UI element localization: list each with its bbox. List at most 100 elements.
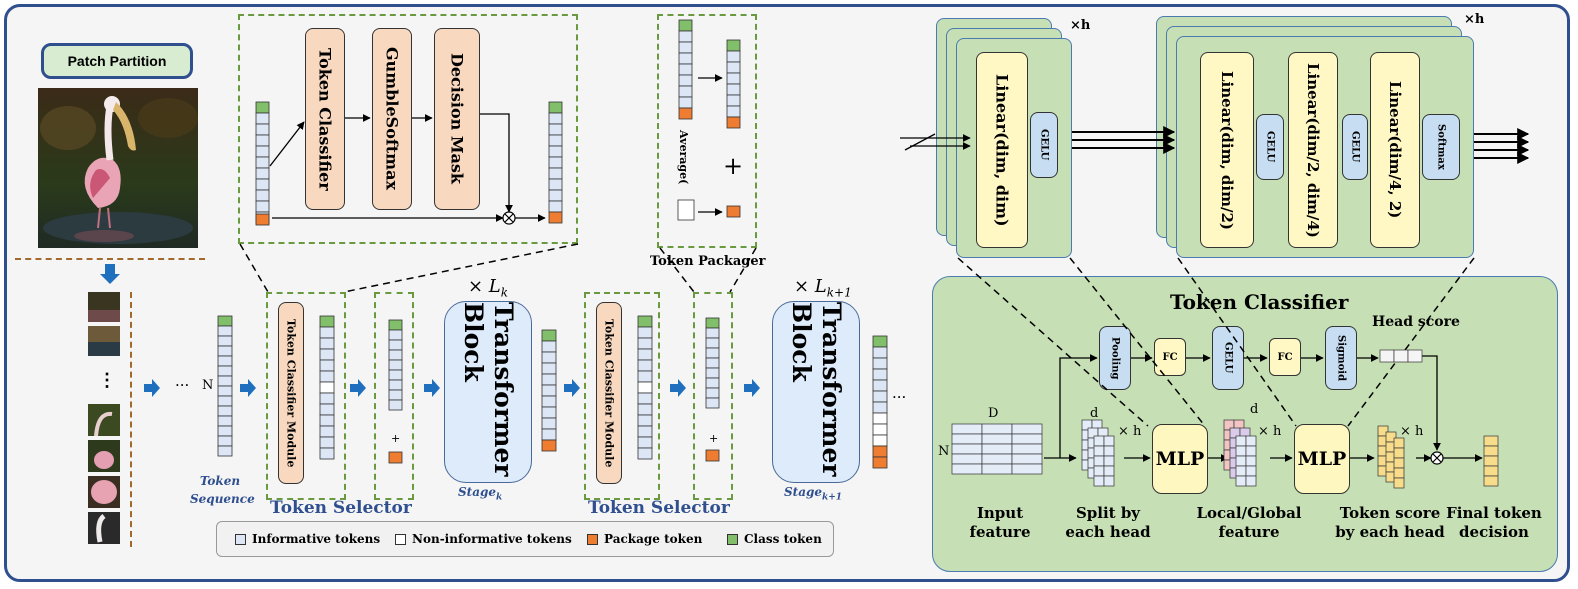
input-feature-cell — [981, 423, 1013, 435]
split-cell — [1103, 445, 1115, 457]
input-feature-cell — [951, 453, 983, 465]
plus-icon: + — [723, 152, 744, 180]
input-feature-cell — [1011, 443, 1043, 455]
legend-item: Package token — [587, 532, 702, 546]
local-global-cell — [1235, 455, 1247, 467]
times-h-label: ×h — [1464, 12, 1485, 27]
decision-mask-block: Decision Mask — [434, 28, 480, 210]
blue-arrow-icon — [144, 379, 160, 397]
final-decision-caption: Final token decision — [1446, 504, 1542, 541]
input-feature-cell — [1011, 423, 1043, 435]
bird-image — [38, 88, 198, 248]
head-score-cell — [1407, 349, 1423, 363]
stage-k-multiplier: × Lk — [468, 276, 509, 300]
informative-token — [319, 447, 335, 460]
final-decision-cell — [1483, 445, 1499, 457]
pooling-node: Pooling — [1099, 326, 1131, 390]
input-feature-cell — [951, 433, 983, 445]
legend-item: Class token — [727, 532, 822, 546]
stage-k1-multiplier: × Lk+1 — [794, 276, 852, 300]
legend-item: Non-informative tokens — [395, 532, 572, 546]
token-selector-box — [266, 292, 346, 500]
split-cell — [1093, 465, 1105, 477]
legend-swatch — [727, 533, 738, 545]
final-decision-cell — [1483, 475, 1499, 487]
legend-swatch — [395, 533, 406, 545]
final-decision-cell — [1483, 465, 1499, 477]
final-decision-cell — [1483, 455, 1499, 467]
local-global-cell — [1235, 475, 1247, 487]
local-global-cell — [1235, 435, 1247, 447]
input-feature-cell — [951, 463, 983, 475]
split-cell — [1093, 475, 1105, 487]
token-columns — [217, 19, 888, 469]
token-packager-box — [374, 292, 414, 500]
token-sequence-label: Token Sequence — [190, 474, 255, 506]
local-global-caption: Local/Global feature — [1196, 504, 1302, 541]
plus-sign: + — [391, 432, 401, 445]
stage-k1-label: Stagek+1 — [784, 485, 843, 503]
score-cell — [1393, 477, 1405, 489]
package-token — [705, 449, 720, 462]
softmax-node: Softmax — [1422, 114, 1460, 180]
token-packager-zoom — [657, 14, 757, 248]
xh-local-label: × h — [1258, 424, 1282, 439]
split-cell — [1103, 475, 1115, 487]
fc-node-2: FC — [1269, 338, 1301, 376]
input-feature-cell — [1011, 453, 1043, 465]
score-cell — [1393, 437, 1405, 449]
blue-arrow-icon — [350, 379, 366, 397]
local-global-cell — [1245, 455, 1257, 467]
split-cell — [1093, 435, 1105, 447]
legend-swatch — [235, 533, 246, 545]
transformer-block-1: Transformer Block — [444, 301, 532, 483]
local-global-cell — [1245, 465, 1257, 477]
ellipsis-vertical: ⋮ — [98, 370, 116, 391]
token-score-caption: Token score by each head — [1335, 504, 1445, 541]
head-score-cell — [1379, 349, 1395, 363]
down-arrow-icon — [100, 264, 120, 284]
package-token — [726, 205, 741, 218]
transformer-block-2: Transformer Block — [772, 301, 860, 483]
token-classifier-block: Token Classifier — [305, 28, 345, 210]
token-packager-label: Token Packager — [650, 254, 766, 269]
informative-token — [637, 447, 653, 460]
head-score-cell — [1393, 349, 1409, 363]
input-feature-caption: Input feature — [969, 504, 1031, 541]
local-global-cell — [1245, 475, 1257, 487]
separator-vertical — [130, 292, 132, 547]
plus-sign: + — [709, 432, 719, 445]
d-local-label: d — [1250, 402, 1259, 417]
input-feature-cell — [981, 433, 1013, 445]
n-label: N — [202, 378, 214, 393]
blue-arrow-icon — [240, 379, 256, 397]
local-global-cell — [1245, 445, 1257, 457]
d-label: D — [988, 406, 999, 421]
legend: Informative tokens Non-informative token… — [216, 521, 834, 557]
gelu-node: GELU — [1342, 114, 1368, 180]
token-classifier-title: Token Classifier — [1170, 290, 1349, 314]
token-selector-label-1: Token Selector — [270, 498, 412, 518]
token-classifier-module: Token Classifier Module — [278, 302, 304, 484]
n-label: N — [938, 444, 950, 459]
gelu-node: GELU — [1212, 326, 1244, 390]
linear-dim-dim: Linear(dim, dim) — [976, 52, 1028, 248]
token-packager-box — [693, 292, 733, 500]
input-feature-cell — [951, 443, 983, 455]
split-cell — [1093, 445, 1105, 457]
trailing-dots: ··· — [892, 388, 907, 406]
informative-token — [217, 445, 233, 457]
package-token — [726, 116, 741, 129]
score-cell — [1393, 467, 1405, 479]
split-cell — [1103, 435, 1115, 447]
blue-arrow-icon — [424, 379, 440, 397]
legend-item: Informative tokens — [235, 532, 380, 546]
input-feature-cell — [981, 453, 1013, 465]
score-cell — [1393, 457, 1405, 469]
input-feature-cell — [981, 463, 1013, 475]
xh-score-label: × h — [1400, 424, 1424, 439]
input-feature-cell — [1011, 433, 1043, 445]
split-caption: Split by each head — [1065, 504, 1151, 541]
input-feature-cell — [981, 443, 1013, 455]
